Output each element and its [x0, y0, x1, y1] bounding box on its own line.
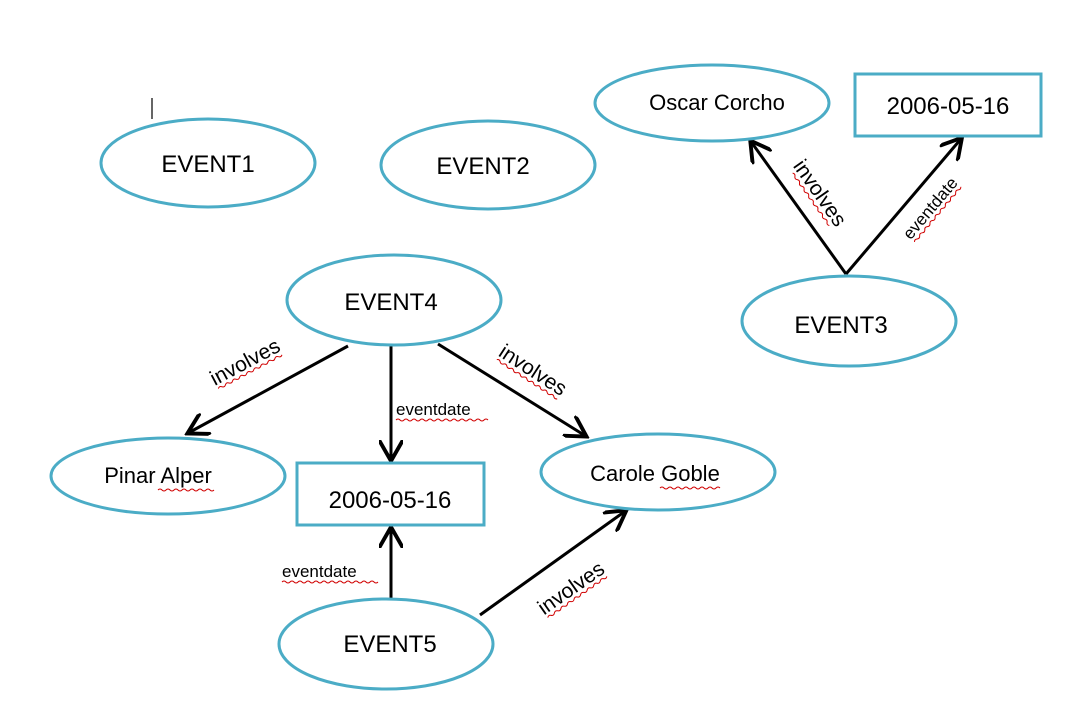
- node-event4[interactable]: EVENT4: [285, 253, 503, 347]
- edge-event3-eventdate: [844, 140, 960, 275]
- node-date-event3-label: 2006-05-16: [887, 93, 1010, 120]
- spellcheck-underline: [547, 576, 608, 618]
- node-event5[interactable]: EVENT5: [277, 597, 495, 691]
- node-pinar-alper-shape: [49, 436, 287, 516]
- label-event4-involves-carole: involves: [495, 340, 571, 401]
- edge-event4-involves-pinar: [190, 344, 349, 432]
- node-event2-shape: [379, 119, 597, 211]
- node-event4-label: EVENT4: [344, 289, 437, 316]
- node-pinar-alper[interactable]: Pinar Alper: [49, 436, 287, 516]
- edges: [190, 140, 960, 617]
- node-event3-shape: [740, 274, 958, 368]
- node-event2-label: EVENT2: [436, 153, 529, 180]
- edge-labels: involves eventdate involves eventdate in…: [206, 156, 962, 620]
- node-date-event4[interactable]: 2006-05-16: [295, 461, 486, 527]
- node-event4-shape: [285, 253, 503, 347]
- spellcheck-underline: [281, 580, 379, 584]
- node-event3[interactable]: EVENT3: [740, 274, 958, 368]
- edge-event5-involves-carole: [479, 512, 624, 617]
- node-oscar-corcho[interactable]: Oscar Corcho: [593, 63, 831, 143]
- node-event3-label: EVENT3: [794, 312, 887, 339]
- label-event5-eventdate: eventdate: [282, 562, 357, 581]
- node-oscar-corcho-shape: [593, 63, 831, 143]
- spellcheck-underline: [914, 186, 962, 243]
- edge-event3-involves-oscar: [752, 143, 848, 275]
- node-event1-shape: [99, 117, 317, 209]
- node-carole-goble-shape: [539, 432, 777, 512]
- node-event5-shape: [277, 597, 495, 691]
- label-event3-eventdate: eventdate: [899, 174, 962, 243]
- node-oscar-corcho-label: Oscar Corcho: [649, 90, 785, 115]
- node-pinar-alper-label: Pinar Alper: [104, 463, 212, 488]
- label-event3-involves: involves: [788, 156, 850, 231]
- node-carole-goble-label: Carole Goble: [590, 461, 720, 486]
- node-event2[interactable]: EVENT2: [379, 119, 597, 211]
- label-event5-involves: involves: [534, 557, 609, 619]
- label-event4-eventdate: eventdate: [396, 400, 471, 419]
- label-event4-involves-pinar: involves: [206, 334, 284, 390]
- node-event1[interactable]: EVENT1: [99, 117, 317, 209]
- node-date-event4-shape: [295, 461, 486, 527]
- spellcheck-underline: [792, 172, 830, 227]
- nodes: EVENT1 EVENT2 Oscar Corcho 2006-05-16 EV…: [49, 63, 1043, 691]
- spellcheck-underline: [659, 486, 721, 490]
- spellcheck-underline: [395, 418, 489, 422]
- edge-event4-involves-carole: [437, 342, 584, 435]
- spellcheck-underline: [217, 354, 283, 389]
- node-date-event3[interactable]: 2006-05-16: [853, 72, 1043, 138]
- node-event1-label: EVENT1: [161, 151, 254, 178]
- node-event5-label: EVENT5: [343, 631, 436, 658]
- node-date-event4-label: 2006-05-16: [329, 487, 452, 514]
- node-date-event3-shape: [853, 72, 1043, 138]
- spellcheck-underline: [496, 359, 558, 400]
- node-carole-goble[interactable]: Carole Goble: [539, 432, 777, 512]
- spellcheck-underline: [157, 488, 215, 492]
